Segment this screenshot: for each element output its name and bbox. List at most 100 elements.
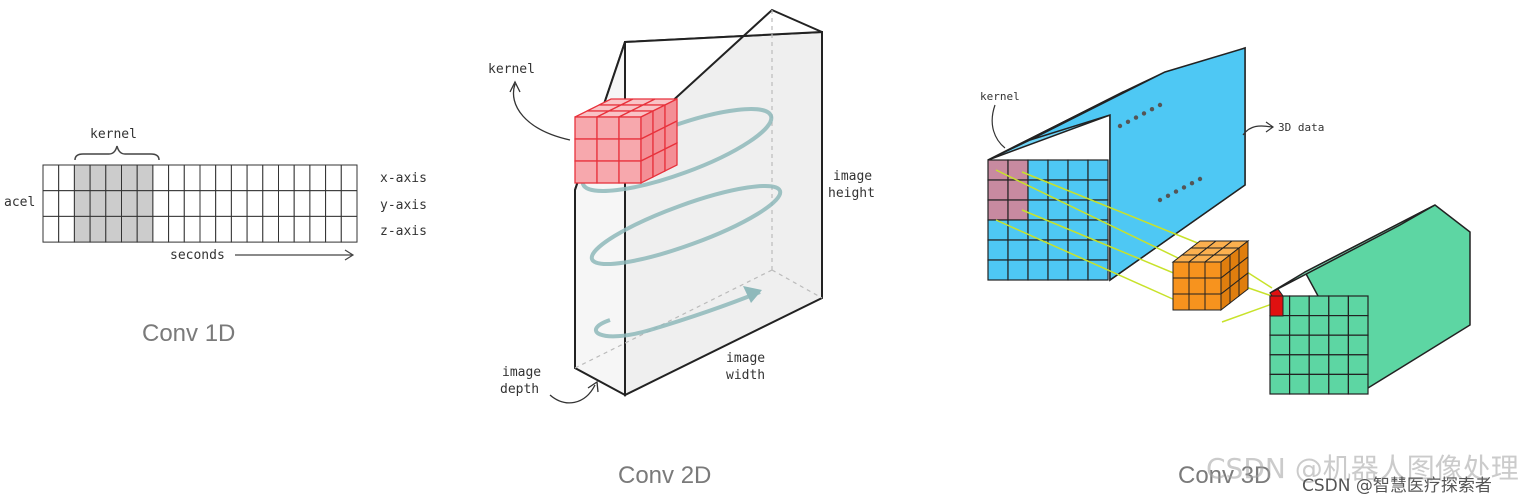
- conv1d-grid-cell: [293, 164, 311, 192]
- conv2d-kernel-front-cell: [574, 160, 598, 184]
- conv1d-grid-cell: [230, 215, 248, 243]
- conv3d-output-cell: [1308, 334, 1330, 356]
- conv1d-diagram: kernel acel x-axis y-axis z-axis seconds: [4, 127, 427, 263]
- conv1d-grid-cell: [340, 164, 358, 192]
- conv3d-kernel-front-cell: [1172, 277, 1190, 295]
- conv3d-output-cell: [1308, 373, 1330, 395]
- conv3d-output-cell: [1328, 315, 1349, 336]
- conv1d-grid-cell: [199, 190, 217, 217]
- conv1d-grid-cell: [215, 164, 232, 192]
- conv1d-grid-cell: [215, 190, 232, 217]
- conv1d-kernel-cell: [136, 164, 154, 192]
- conv1d-kernel-cell: [121, 190, 138, 217]
- conv3d-kernel-front-cell: [1172, 293, 1190, 311]
- conv1d-grid-cell: [309, 190, 327, 217]
- conv3d-output-cell: [1269, 373, 1291, 395]
- conv3d-kernel-label: kernel: [980, 90, 1020, 103]
- conv2d-kernel-front-cell: [574, 116, 598, 140]
- conv3d-input-side-face: [1029, 46, 1246, 282]
- conv1d-grid-cell: [309, 164, 327, 192]
- conv3d-data-pointer-head: [1265, 121, 1275, 133]
- conv1d-grid-cell: [262, 190, 279, 217]
- conv1d-grid-cell: [215, 215, 232, 243]
- conv3d-output-cell: [1269, 354, 1291, 375]
- conv3d-kernel-side-cell: [1238, 271, 1249, 298]
- conv2d-depth-label-1: image: [502, 365, 541, 380]
- conv1d-grid-cell: [183, 164, 201, 192]
- conv1d-grid-cell: [168, 164, 185, 192]
- conv3d-data-pointer: [1242, 125, 1273, 136]
- conv3d-ellipsis-dot: [1173, 189, 1179, 194]
- conv3d-output-highlight-front: [1269, 295, 1284, 317]
- conv1d-kernel-cell: [121, 215, 138, 243]
- conv3d-output-cell: [1269, 315, 1291, 336]
- conv2d-width-label-1: image: [726, 351, 765, 366]
- conv3d-input-cell: [1027, 259, 1049, 281]
- conv1d-grid-cell: [58, 190, 75, 217]
- conv1d-grid-cell: [199, 164, 217, 192]
- conv1d-grid-cell: [199, 215, 217, 243]
- conv3d-kernel-front-cell: [1188, 293, 1206, 311]
- conv2d-kernel-front-cell: [618, 116, 642, 140]
- conv1d-kernel-cell: [89, 215, 107, 243]
- conv3d-input-cell: [1027, 219, 1049, 241]
- conv1d-grid-cell: [246, 215, 264, 243]
- watermark-primary: CSDN @机器人图像处理: [1206, 452, 1519, 485]
- conv3d-input-kernel-cell: [987, 199, 1009, 221]
- conv2d-kernel-label: kernel: [488, 62, 535, 77]
- conv3d-output-cell: [1328, 373, 1349, 395]
- conv1d-grid-cell: [58, 164, 75, 192]
- conv3d-input-cell: [1047, 239, 1069, 261]
- conv2d-height-label-2: height: [828, 186, 875, 201]
- conv3d-output-top-face: [1269, 204, 1436, 294]
- conv2d-kernel-pointer-head: [509, 80, 521, 93]
- conv1d-grid-cell: [309, 215, 327, 243]
- conv1d-kernel-cell: [105, 164, 123, 192]
- conv3d-output-cell: [1347, 334, 1369, 356]
- conv3d-output-cell: [1347, 315, 1369, 336]
- conv1d-kernel-cell: [121, 164, 138, 192]
- conv2d-kernel-cube: [574, 97, 678, 185]
- conv2d-kernel-front-cell: [596, 138, 620, 162]
- conv1d-kernel-cell: [105, 190, 123, 217]
- conv3d-output-cell: [1308, 295, 1330, 317]
- conv1d-kernel-cell: [136, 190, 154, 217]
- conv3d-output-cell: [1289, 295, 1310, 317]
- conv3d-data-label: 3D data: [1278, 121, 1324, 134]
- conv3d-output-front-grid: [1269, 295, 1369, 395]
- conv3d-ellipsis-dot: [1149, 107, 1155, 112]
- conv3d-output-cell: [1289, 315, 1310, 336]
- conv2d-hidden-edges: [574, 10, 823, 369]
- conv1d-kernel-label: kernel: [90, 127, 137, 142]
- conv1d-grid-cell: [230, 164, 248, 192]
- conv3d-output-cell: [1289, 354, 1310, 375]
- conv2d-caption: Conv 2D: [618, 462, 712, 489]
- conv3d-ellipsis-dot: [1133, 115, 1139, 120]
- conv3d-output-cell: [1289, 334, 1310, 356]
- conv2d-panel: kernel image height image width image de…: [440, 0, 920, 493]
- conv1d-grid-cell: [42, 164, 60, 192]
- conv2d-image-front-face: [574, 41, 626, 397]
- conv1d-kernel-cell: [105, 215, 123, 243]
- conv3d-ellipsis-dot: [1165, 193, 1171, 198]
- conv3d-input-cell: [1007, 239, 1029, 261]
- conv1d-grid-cell: [340, 215, 358, 243]
- conv3d-input-kernel-cell: [1007, 199, 1029, 221]
- conv2d-kernel-front-cell: [618, 160, 642, 184]
- conv3d-input-cell: [1047, 219, 1069, 241]
- conv1d-grid-cell: [262, 215, 279, 243]
- conv3d-kernel-front-cell: [1204, 261, 1222, 279]
- conv2d-height-label-1: image: [833, 169, 872, 184]
- conv3d-ellipsis-dot: [1157, 197, 1163, 203]
- conv3d-output-cell: [1308, 315, 1330, 336]
- conv3d-kernel-cube: [1171, 239, 1250, 312]
- conv1d-grid-cell: [42, 190, 60, 217]
- conv2d-kernel-front-cell: [596, 116, 620, 140]
- conv1d-grid-cell: [246, 164, 264, 192]
- conv3d-input-kernel-cell: [1007, 179, 1029, 201]
- conv1d-signal-grid: [42, 164, 358, 243]
- conv3d-ellipsis-dot: [1197, 176, 1203, 182]
- conv3d-ellipsis-dot: [1141, 111, 1147, 116]
- conv2d-width-label-2: width: [726, 368, 765, 383]
- conv1d-kernel-cell: [73, 164, 91, 192]
